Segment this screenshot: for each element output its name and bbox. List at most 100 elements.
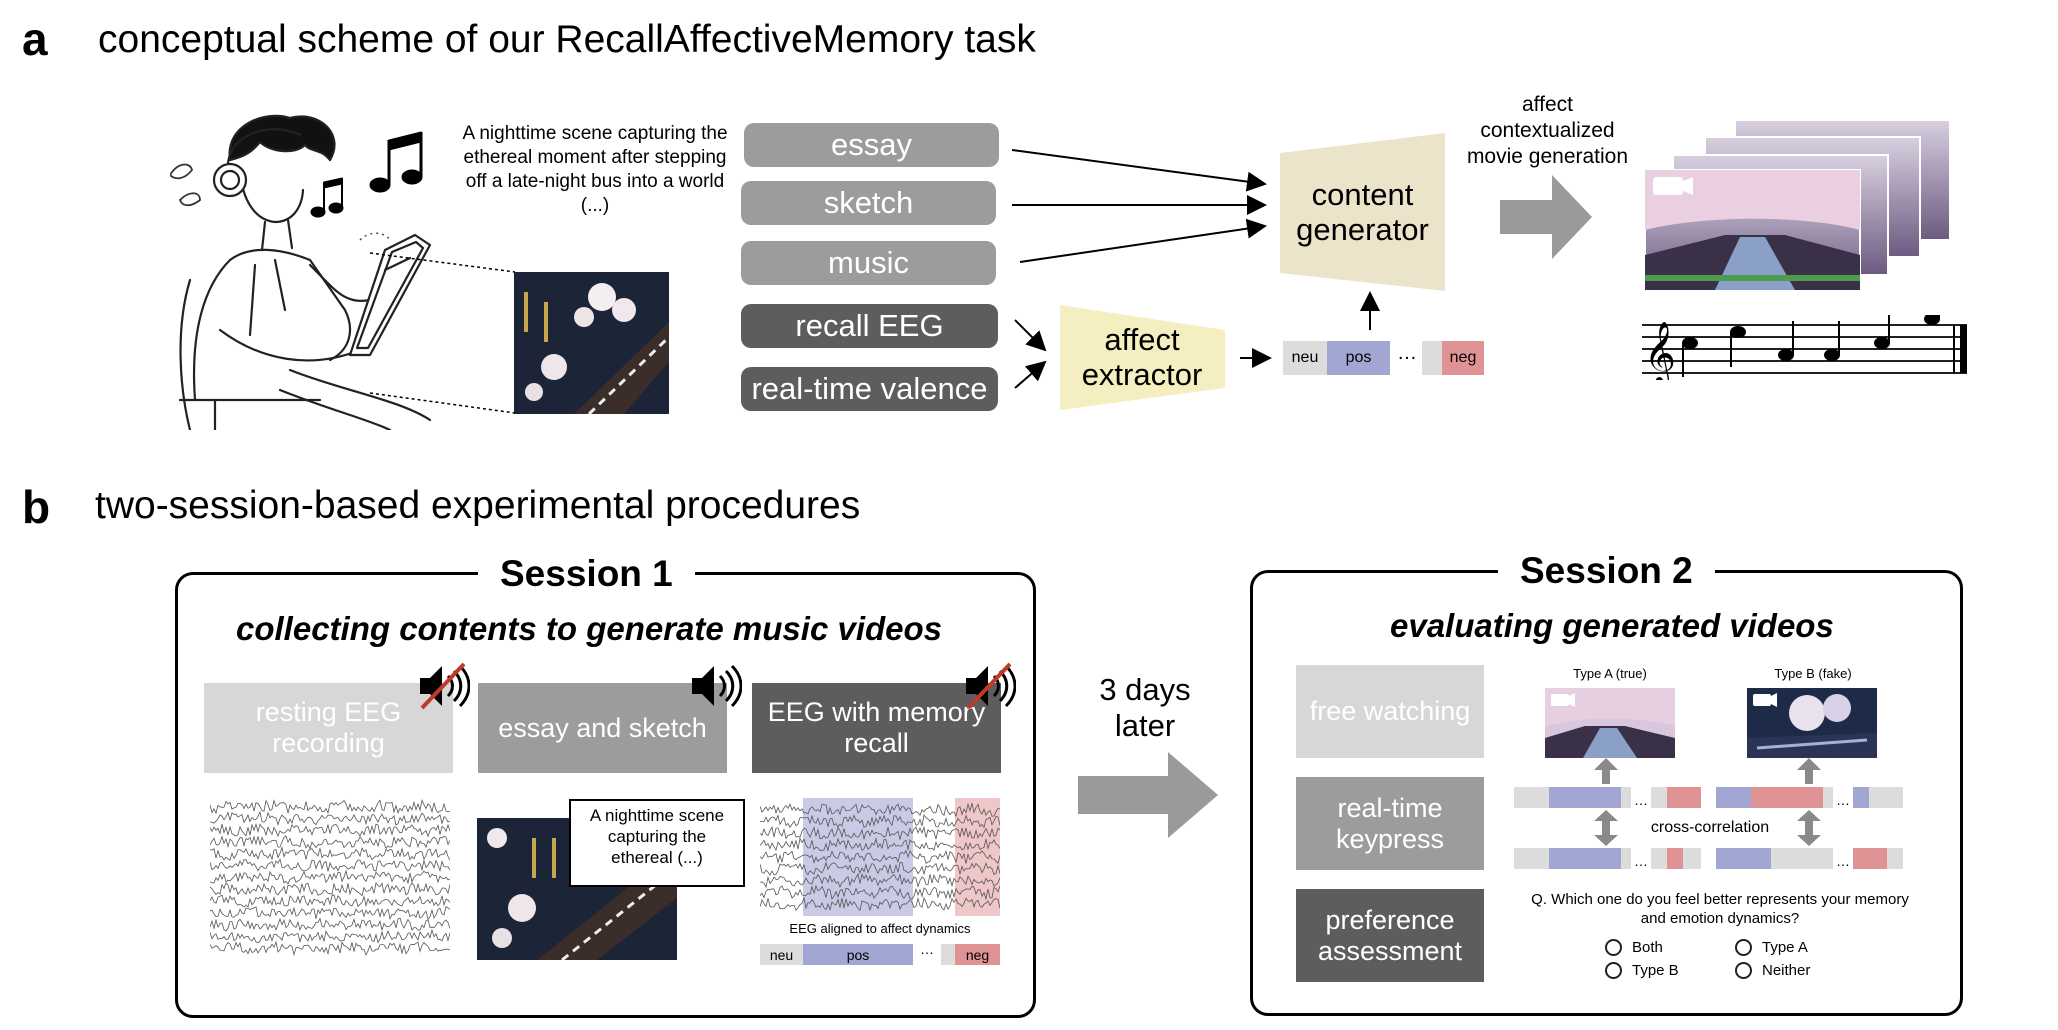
step-eeg-memory-recall: EEG with memory recall [752,683,1001,773]
cross-correlation-label: cross-correlation [1650,819,1770,836]
option-neither[interactable]: Neither [1735,962,1810,979]
step-preference-assessment: preference assessment [1296,889,1484,982]
eeg-trace-line [210,810,450,827]
preference-question: Q. Which one do you feel better represen… [1531,891,1909,927]
content-generator-shape [1280,133,1445,291]
token-neu: neu [1283,341,1327,375]
option-neither-label: Neither [1762,962,1811,979]
a-top-ellipsis: … [1634,792,1648,808]
eeg-trace-line [210,894,450,908]
eeg-trace-line [760,872,1000,889]
b-top-neu-2 [1869,787,1903,808]
b-double-arrow [1797,810,1821,846]
eeg-trace-line [210,869,450,885]
a-bot-neu-4 [1683,848,1701,869]
speaker-muted-icon [420,662,470,710]
a-top-neu [1514,787,1549,808]
a-bot-neu [1514,848,1549,869]
a-bot-ellipsis: … [1634,853,1648,869]
sketch-thumbnail [514,272,669,414]
a-top-pos [1549,787,1621,808]
a-bot-neg [1667,848,1683,869]
token-pos: pos [1327,341,1390,375]
option-type-a[interactable]: Type A [1735,939,1808,956]
token-neu-2 [1422,341,1442,375]
a-top-neu-2 [1621,787,1631,808]
video-b-up-arrow [1797,758,1821,784]
panel-a-title: conceptual scheme of our RecallAffective… [98,18,1036,61]
a-bot-neu-3 [1651,848,1667,869]
radio-circle[interactable] [1605,962,1622,979]
eeg-trace-line [760,884,1000,901]
sketch-callout: A nighttime scene capturing the ethereal… [569,799,745,887]
b-top-neg [1751,787,1823,808]
b-bot-neu-2 [1823,848,1833,869]
affect-extractor-label: affect extractor [1081,322,1203,392]
video-b-label: Type B (fake) [1774,666,1852,681]
a-top-neu-3 [1651,787,1667,808]
step-realtime-keypress: real-time keypress [1296,777,1484,870]
svg-text:𝄞: 𝄞 [1644,321,1676,380]
step-essay-sketch: essay and sketch [478,683,727,773]
b-top-pos-2 [1853,787,1869,808]
eeg-trace-line [210,799,450,815]
b-bot-neu [1771,848,1823,869]
option-both[interactable]: Both [1605,939,1663,956]
b-bot-pos [1716,848,1771,869]
a-top-neg [1667,787,1701,808]
eeg-trace-line [210,928,450,944]
input-music: music [741,241,996,285]
session2-title: Session 2 [1498,550,1715,592]
interval-label: 3 days later [1099,672,1191,743]
eeg-trace-line [210,846,450,861]
eeg-trace-line [760,802,1000,818]
b-bot-ellipsis: … [1836,853,1850,869]
option-both-label: Both [1632,939,1663,956]
eeg-aligned-caption: EEG aligned to affect dynamics [789,921,971,936]
session1-subtitle: collecting contents to generate music vi… [236,610,943,647]
memory-recall-eeg-traces [760,802,1000,912]
video-a-thumbnail [1545,688,1675,758]
panel-b-title: two-session-based experimental procedure… [95,484,861,527]
music-staff: 𝄞 [1642,315,1967,380]
session2-subtitle: evaluating generated videos [1390,607,1834,644]
session1-title: Session 1 [478,553,695,595]
speaker-on-icon [692,664,742,708]
eeg-trace-line [760,825,1000,841]
a-double-arrow [1594,810,1618,846]
radio-circle[interactable] [1605,939,1622,956]
b-top-ellipsis: … [1836,792,1850,808]
eeg-trace-line [760,861,1000,876]
step-free-watching: free watching [1296,665,1484,758]
radio-circle[interactable] [1735,939,1752,956]
eeg-trace-line [210,858,450,873]
s1-token-neg: neg [955,944,1000,965]
token-ellipsis: … [1397,341,1417,364]
input-essay: essay [744,123,999,167]
panel-b-letter: b [22,481,51,533]
panel-a-arrows [1011,149,1380,389]
s1-token-neu-2 [941,944,955,965]
radio-circle[interactable] [1735,962,1752,979]
input-recall-eeg: recall EEG [741,304,998,348]
speaker-muted-icon-2 [966,662,1016,710]
option-type-a-label: Type A [1762,939,1808,956]
b-bot-neg [1853,848,1887,869]
a-bot-pos [1549,848,1621,869]
option-type-b[interactable]: Type B [1605,962,1679,979]
panel-a-letter: a [22,13,48,65]
eeg-pos-overlay [803,798,913,916]
content-generator-label: content generator [1296,177,1429,247]
b-bot-neu-3 [1887,848,1903,869]
b-top-pos [1716,787,1751,808]
eeg-trace-line [210,882,450,897]
affect-extractor-shape [1060,305,1225,410]
eeg-trace-line [760,836,1000,852]
eeg-trace-line [760,849,1000,865]
eeg-trace-line [760,814,1000,829]
input-realtime-valence: real-time valence [741,367,998,411]
s1-token-neu: neu [760,944,803,965]
eeg-trace-line [210,822,450,838]
video-a-up-arrow [1594,758,1618,784]
scene-caption: A nighttime scene capturing the ethereal… [462,123,728,216]
